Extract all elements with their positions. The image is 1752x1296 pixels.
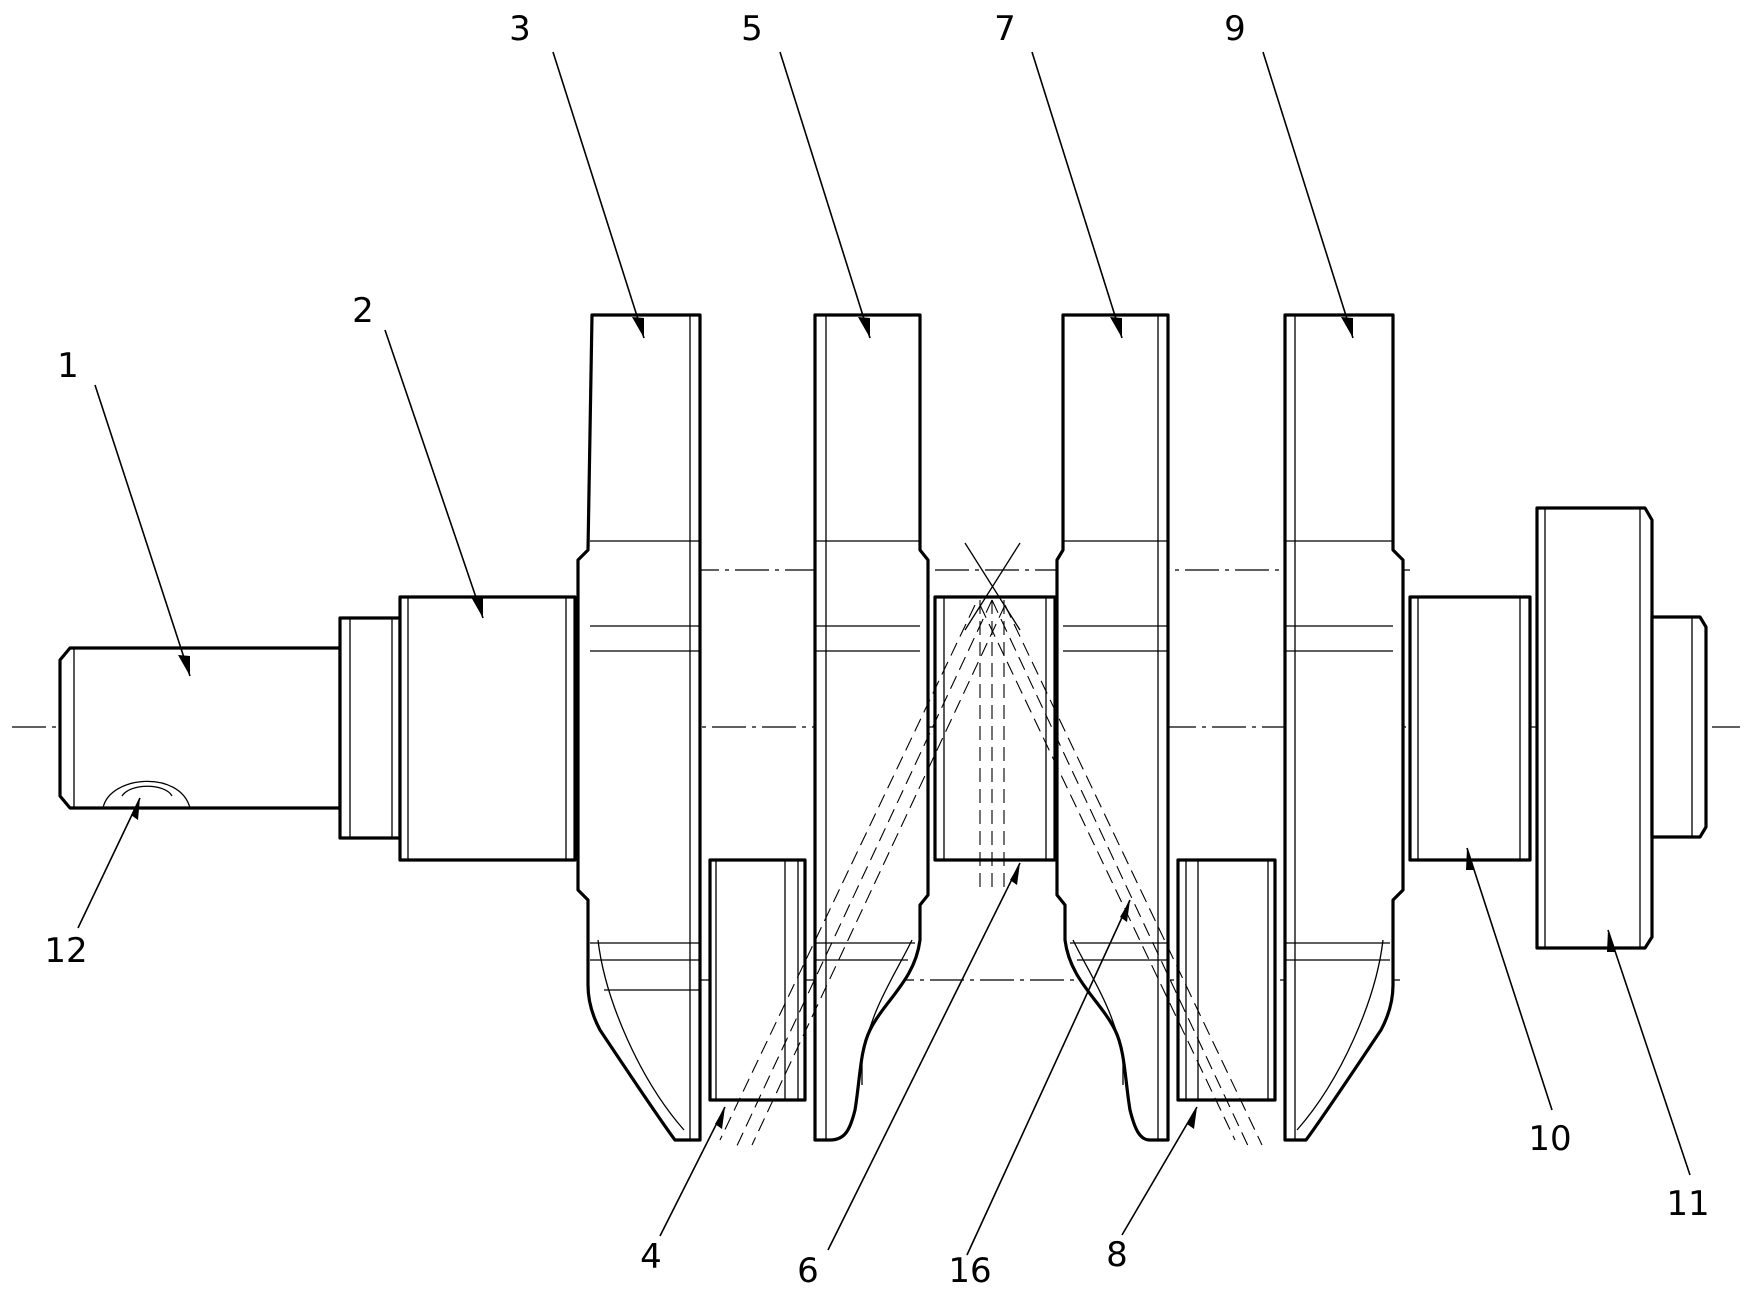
leader-16 bbox=[967, 900, 1130, 1255]
leader-2 bbox=[385, 330, 483, 618]
callout-3: 3 bbox=[509, 9, 531, 49]
callout-10: 10 bbox=[1528, 1119, 1571, 1159]
arrowhead-4 bbox=[715, 1107, 725, 1129]
crank-pin-4 bbox=[710, 860, 805, 1100]
callout-1: 1 bbox=[57, 346, 79, 386]
leader-9 bbox=[1263, 52, 1353, 338]
front-main-journal bbox=[400, 597, 575, 860]
shaft-step-collar bbox=[340, 618, 400, 838]
crank-web-3 bbox=[578, 315, 700, 1140]
callout-16: 16 bbox=[948, 1251, 991, 1291]
rear-flange bbox=[1537, 508, 1652, 948]
rear-main-journal bbox=[1410, 597, 1530, 860]
callout-7: 7 bbox=[994, 9, 1016, 49]
crank-web-5 bbox=[815, 315, 928, 1140]
callout-4: 4 bbox=[640, 1237, 662, 1277]
arrowhead-8 bbox=[1187, 1107, 1197, 1129]
crank-web-9 bbox=[1285, 315, 1403, 1140]
crankshaft-body bbox=[60, 315, 1706, 1140]
leader-1 bbox=[95, 385, 190, 676]
callout-12: 12 bbox=[44, 931, 87, 971]
leader-7 bbox=[1032, 52, 1122, 338]
leader-11 bbox=[1608, 930, 1690, 1175]
leader-12 bbox=[78, 798, 140, 928]
leader-3 bbox=[553, 52, 644, 338]
crank-web-7 bbox=[1057, 315, 1168, 1140]
callout-9: 9 bbox=[1224, 9, 1246, 49]
rear-spigot bbox=[1652, 617, 1706, 837]
leader-5 bbox=[780, 52, 870, 338]
front-shaft-end bbox=[60, 648, 340, 808]
crank-pin-8 bbox=[1178, 860, 1275, 1100]
callout-5: 5 bbox=[741, 9, 763, 49]
callout-2: 2 bbox=[352, 291, 374, 331]
callout-8: 8 bbox=[1106, 1235, 1128, 1275]
callout-11: 11 bbox=[1666, 1184, 1709, 1224]
callout-6: 6 bbox=[797, 1251, 819, 1291]
